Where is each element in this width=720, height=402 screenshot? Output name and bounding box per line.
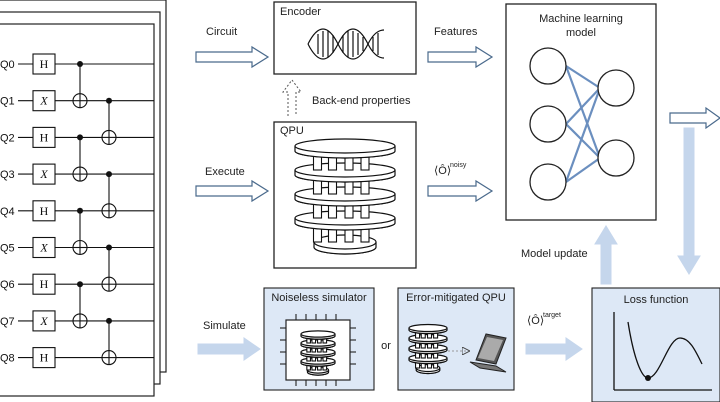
cnot-control xyxy=(106,244,112,251)
qubit-label: Q1 xyxy=(0,96,15,108)
loss-function-box xyxy=(591,287,720,402)
noiseless-simulator-title: Noiseless simulator xyxy=(271,292,367,304)
neural-network-icon xyxy=(529,47,635,201)
qubit-label: Q4 xyxy=(0,206,15,218)
loss-curve-icon xyxy=(613,312,712,391)
flow-arrow-circuit xyxy=(195,45,270,69)
circuit-page-front xyxy=(0,23,155,397)
target-observable-label: ⟨Ô⟩ xyxy=(527,314,544,327)
flow-arrow-target xyxy=(525,337,583,361)
flow-label-features: Features xyxy=(434,26,478,38)
flow-arrow-model-update xyxy=(594,225,618,285)
ml-model-title-line2: model xyxy=(566,27,596,39)
cnot-control xyxy=(77,281,83,288)
loss-function-title: Loss function xyxy=(624,294,689,306)
gate-box xyxy=(32,273,56,295)
flow-label-execute: Execute xyxy=(205,166,245,178)
gate-box xyxy=(32,53,56,75)
encoder-box xyxy=(273,1,417,75)
encoder-title: Encoder xyxy=(280,6,321,18)
gate-label: H xyxy=(40,57,49,71)
qubit-label: Q8 xyxy=(0,353,15,365)
gate-box xyxy=(32,236,56,259)
cnot-control xyxy=(106,317,112,324)
qubit-label: Q0 xyxy=(0,59,15,71)
flow-arrow-features xyxy=(427,45,494,69)
noisy-superscript: noisy xyxy=(450,162,467,169)
or-label: or xyxy=(381,340,391,352)
qubit-label: Q7 xyxy=(0,316,15,328)
gate-box xyxy=(32,200,56,222)
gate-label: H xyxy=(40,204,49,218)
qubit-label: Q2 xyxy=(0,132,15,144)
qpu-chandelier-icon xyxy=(294,138,396,255)
gate-label: X xyxy=(39,241,48,255)
flow-arrow-output xyxy=(669,106,720,130)
gate-label: X xyxy=(39,167,48,181)
qubit-label: Q5 xyxy=(0,243,15,255)
noisy-observable-label: ⟨Ô⟩ xyxy=(434,164,451,177)
backend-properties-arrow xyxy=(282,79,302,116)
nn-output-node xyxy=(597,139,635,177)
loss-minimum-dot xyxy=(645,375,651,381)
cnot-control xyxy=(106,97,112,104)
qubit-label: Q6 xyxy=(0,279,15,291)
laptop-icon xyxy=(469,333,507,373)
cnot-control xyxy=(106,171,112,178)
flow-label-circuit: Circuit xyxy=(206,26,237,38)
flow-arrow-noisy xyxy=(427,179,494,203)
flow-arrow-simulate xyxy=(197,337,261,361)
gate-box xyxy=(32,310,56,332)
chip-icon xyxy=(280,314,356,386)
model-update-label: Model update xyxy=(521,248,588,260)
gate-label: H xyxy=(40,351,49,365)
gate-box xyxy=(32,126,56,148)
qubit-label: Q3 xyxy=(0,169,15,181)
gate-label: X xyxy=(39,314,48,328)
cnot-control xyxy=(77,207,83,214)
gate-label: X xyxy=(39,94,48,108)
nn-input-node xyxy=(529,105,567,143)
gate-label: H xyxy=(40,130,49,144)
gate-box xyxy=(32,347,56,369)
gate-label: H xyxy=(40,277,49,291)
flow-arrow-to-loss xyxy=(677,127,701,275)
gate-box xyxy=(32,90,56,112)
error-mitigated-qpu-title: Error-mitigated QPU xyxy=(406,292,506,304)
cnot-control xyxy=(77,134,83,141)
nn-input-node xyxy=(529,47,567,85)
dna-icon xyxy=(307,28,385,60)
gate-box xyxy=(32,163,56,185)
flow-arrow-execute xyxy=(195,179,270,203)
backend-properties-label: Back-end properties xyxy=(312,95,411,107)
cnot-control xyxy=(77,61,83,67)
qpu-title: QPU xyxy=(280,125,304,137)
flow-label-simulate: Simulate xyxy=(203,320,246,332)
nn-output-node xyxy=(597,69,635,107)
ml-model-title-line1: Machine learning xyxy=(539,13,623,25)
nn-input-node xyxy=(529,163,567,201)
target-superscript: target xyxy=(543,312,561,319)
qpu-small-icon xyxy=(408,323,448,375)
